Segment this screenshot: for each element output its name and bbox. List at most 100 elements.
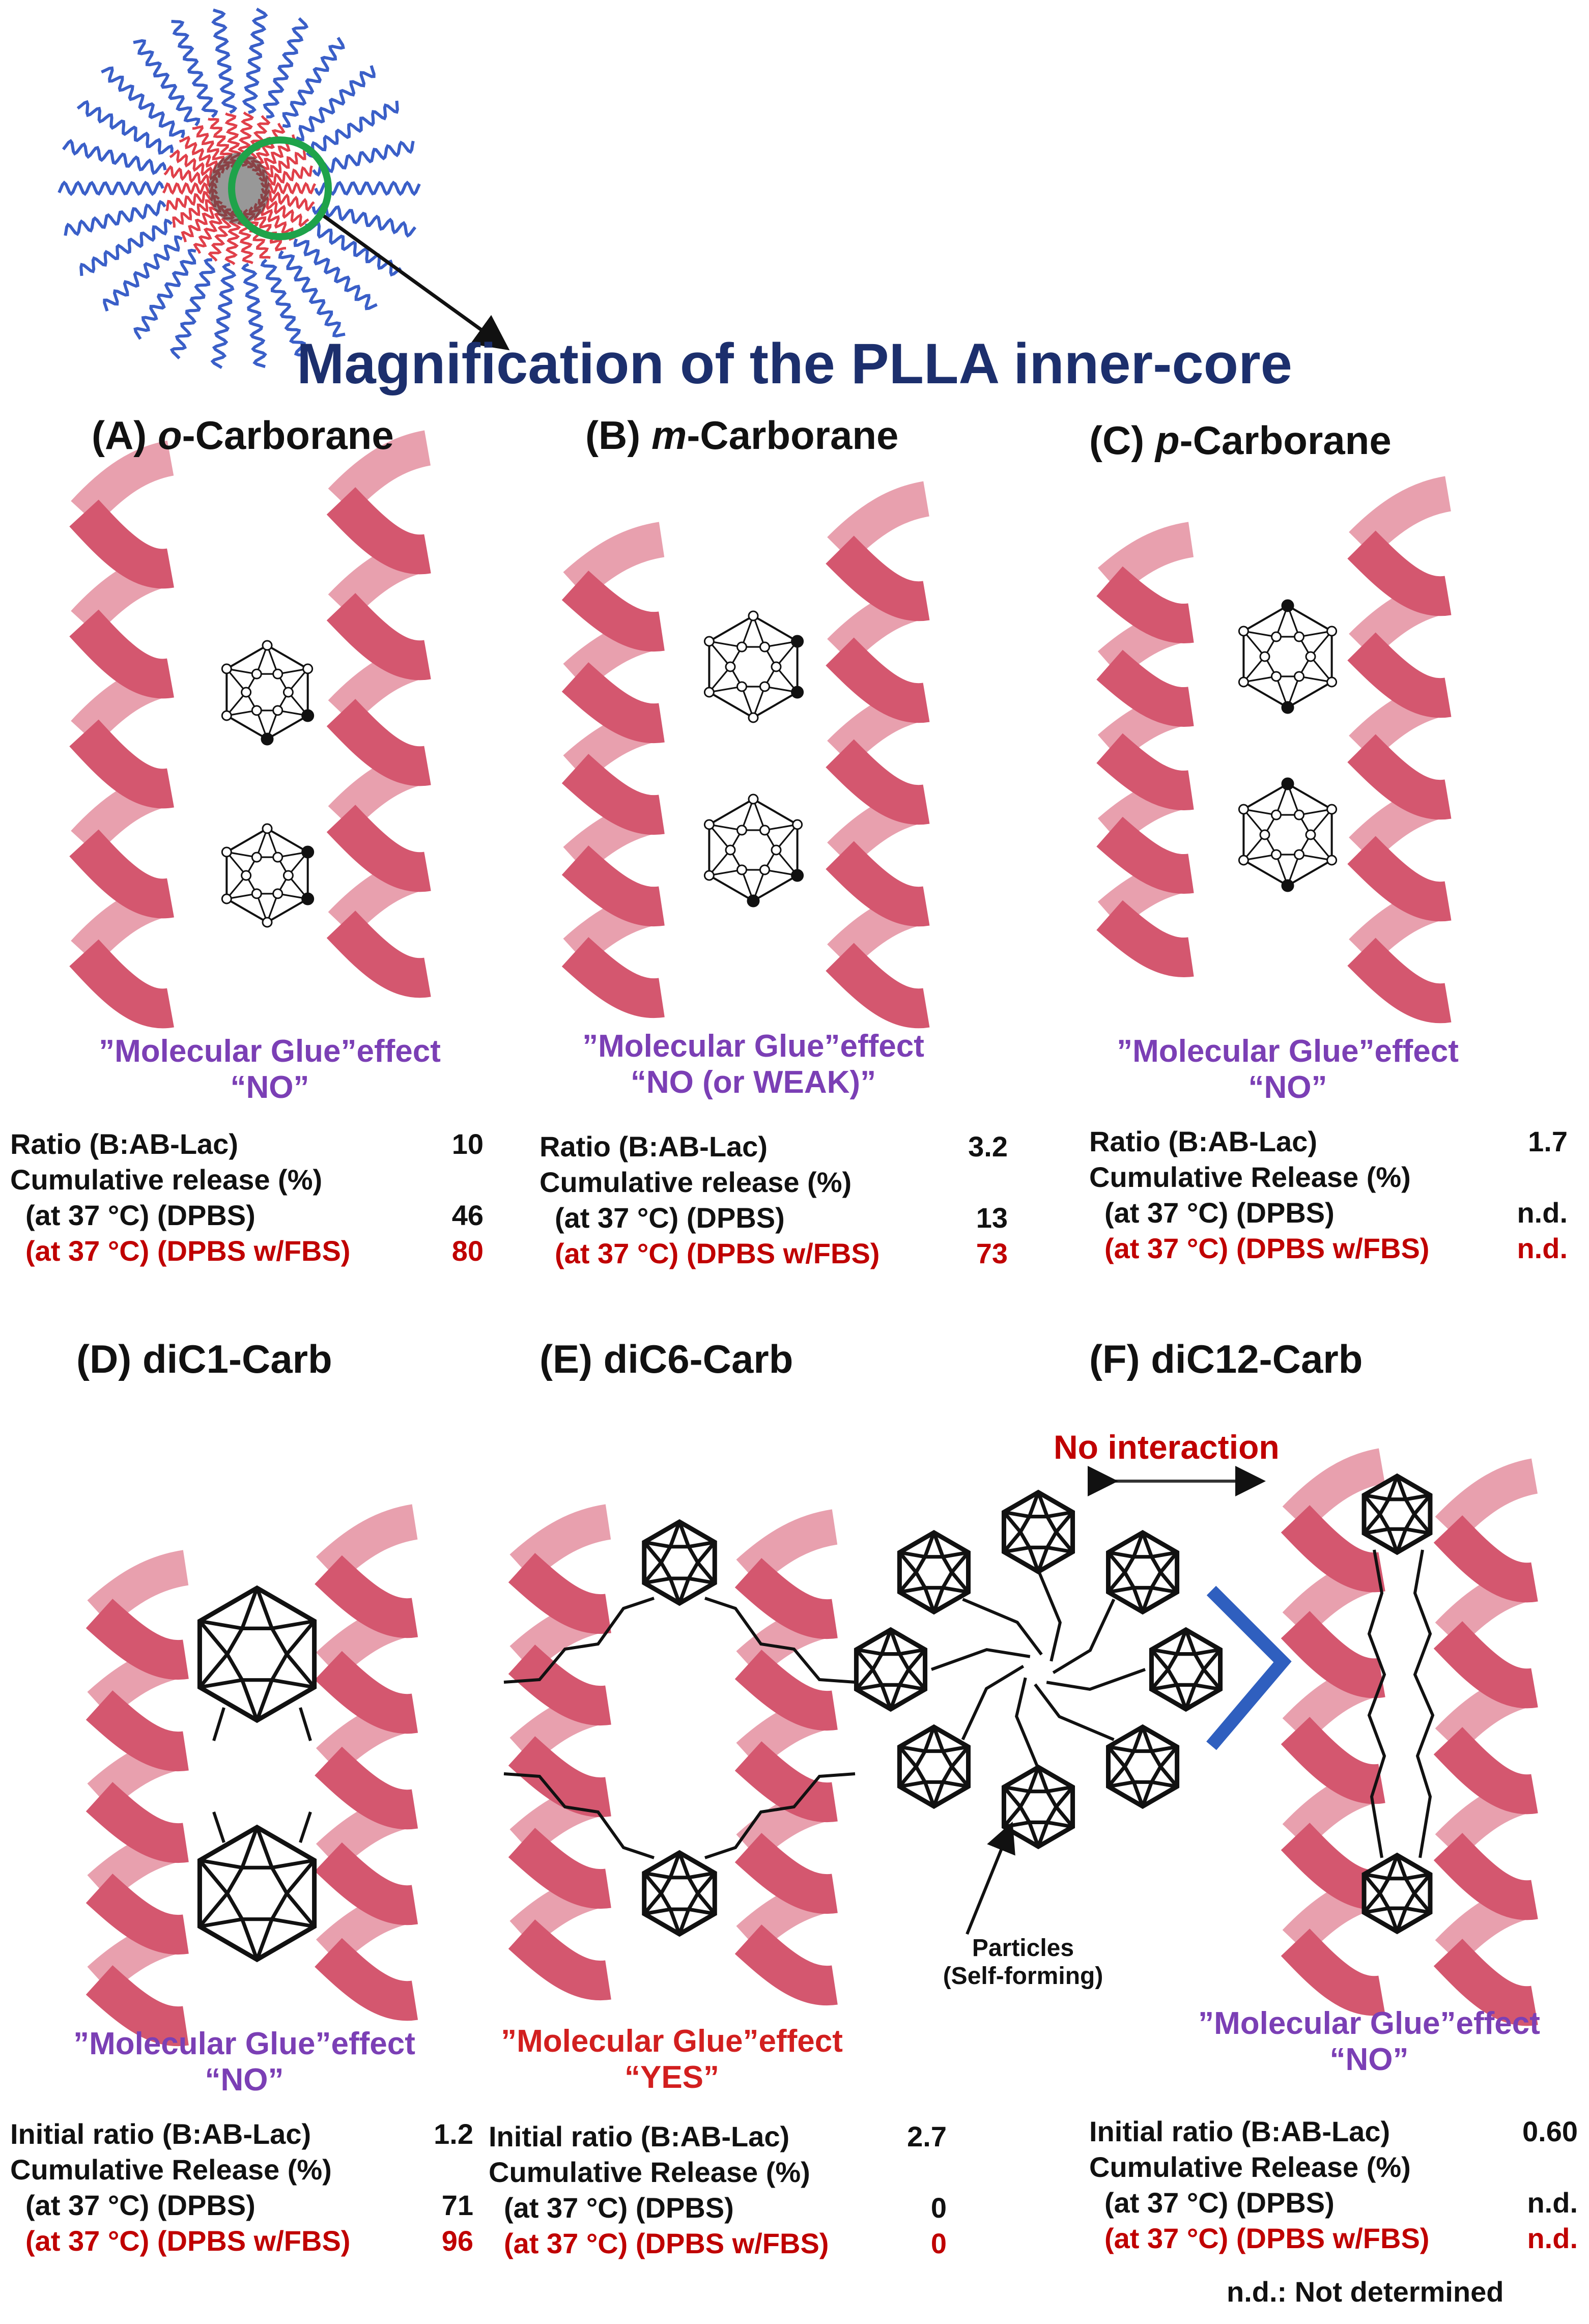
cluster-edge <box>285 1859 316 1895</box>
cluster-edge <box>709 869 742 876</box>
cluster-edge <box>1184 1629 1197 1655</box>
boron-atom <box>251 668 262 679</box>
cluster-edge <box>1150 1555 1162 1573</box>
cluster-outline <box>197 1585 317 1723</box>
cluster-edge <box>907 1668 927 1691</box>
cluster-edge <box>285 1620 316 1656</box>
cluster-edge <box>942 1745 969 1753</box>
corona-chain <box>305 222 402 277</box>
plla-helix <box>508 1504 611 2001</box>
cluster-edge <box>1412 1873 1432 1895</box>
cluster-edge <box>687 1877 700 1894</box>
carborane-cluster-icon <box>703 793 804 908</box>
corona-chain <box>305 100 399 158</box>
cluster-outline <box>1242 604 1333 709</box>
footnote: n.d.: Not determined <box>1227 2276 1504 2308</box>
boron-atom <box>703 687 715 698</box>
panel-f-dpbs-label: (at 37 °C) (DPBS) <box>1104 2187 1335 2219</box>
boron-atom <box>748 610 759 621</box>
cluster-outline <box>197 1824 317 1963</box>
panel-b-release-label: Cumulative release (%) <box>540 1166 852 1198</box>
cluster-edge <box>932 1726 945 1752</box>
helix-front-strand <box>1281 1717 1385 1804</box>
cluster-edge <box>1363 1892 1382 1914</box>
helix-front-strand <box>508 1736 611 1818</box>
panel-e-ratio-value: 2.7 <box>907 2120 947 2152</box>
cluster-edge <box>1123 1555 1136 1573</box>
cluster-edge <box>923 1726 936 1752</box>
corona-chain <box>311 202 417 238</box>
plla-helix <box>326 430 431 998</box>
panel-b-dpbs-value: 13 <box>976 1202 1008 1234</box>
cluster-edge <box>255 1918 274 1961</box>
cluster-edge <box>1310 656 1332 683</box>
boron-atom <box>703 636 715 647</box>
helix-front-strand <box>1347 632 1452 718</box>
boron-atom <box>703 819 715 830</box>
panel-e-fbs-label: (at 37 °C) (DPBS w/FBS) <box>504 2227 829 2259</box>
cluster-edge <box>1141 1726 1153 1752</box>
helix-front-strand <box>508 1919 611 2001</box>
cluster-edge <box>1364 1906 1389 1915</box>
cluster-edge <box>898 1653 911 1670</box>
cluster-edge <box>1243 854 1276 861</box>
helix-front-strand <box>561 662 665 744</box>
cluster-edge <box>1299 808 1332 816</box>
cluster-edge <box>1404 1877 1416 1894</box>
panel-c-release-label: Cumulative Release (%) <box>1089 1161 1411 1193</box>
corona-chain <box>293 238 378 310</box>
cluster-edge <box>914 1766 927 1783</box>
helix-front-strand <box>561 571 665 652</box>
cluster-edge <box>898 1551 918 1574</box>
cluster-edge <box>942 1780 969 1789</box>
corona-chain <box>76 100 174 155</box>
cluster-edge <box>899 1780 925 1789</box>
cluster-edge <box>942 1550 969 1559</box>
carborane-cluster-icon <box>1106 1724 1180 1809</box>
cluster-edge <box>898 1571 918 1594</box>
boron-atom <box>221 663 232 674</box>
helix-front-strand <box>69 939 174 1029</box>
cluster-edge <box>1108 1585 1134 1594</box>
boron-atom <box>759 864 770 875</box>
cluster-outline <box>225 827 309 924</box>
cluster-edge <box>923 1587 936 1613</box>
helix-front-strand <box>1433 1621 1538 1709</box>
panel-a-ratio-value: 10 <box>451 1128 484 1160</box>
alkyl-chain <box>930 1648 1031 1671</box>
boron-atom <box>703 870 715 881</box>
helix-front-strand <box>326 911 431 998</box>
cluster-edge <box>270 1866 289 1894</box>
panel-a-fbs-value: 80 <box>451 1235 484 1267</box>
cluster-edge <box>1132 1587 1145 1613</box>
corona-chain <box>103 235 183 311</box>
cluster-edge <box>1132 1726 1145 1752</box>
cluster-edge <box>1310 834 1332 861</box>
cluster-edge <box>950 1571 970 1594</box>
carborane-cluster-icon <box>854 1627 928 1712</box>
helix-front-strand <box>1096 649 1194 727</box>
panel-f-title: (F) diC12-Carb <box>1089 1337 1363 1381</box>
alkyl-chain <box>299 1811 312 1843</box>
cluster-outline <box>1001 1489 1075 1575</box>
bracket-shape <box>1206 1585 1292 1750</box>
helix-front-strand <box>826 943 930 1029</box>
panel-f-release-label: Cumulative Release (%) <box>1089 2151 1411 2183</box>
helix-front-strand <box>315 1938 418 2021</box>
cluster-edge <box>898 1745 918 1768</box>
cluster-edge <box>1002 1511 1022 1534</box>
cluster-edge <box>1123 1750 1136 1768</box>
cluster-edge <box>696 1892 717 1915</box>
boron-atom <box>282 870 294 881</box>
cluster-edge <box>1386 1528 1399 1553</box>
carborane-cluster-icon <box>1001 1489 1075 1575</box>
panel-c-effect: ”Molecular Glue”effect“NO” <box>1117 1034 1459 1105</box>
cluster-edge <box>752 799 766 831</box>
helix-back-strand <box>328 430 431 514</box>
panel-e-ratio-label: Initial ratio (B:AB-Lac) <box>489 2120 790 2152</box>
carborane-cluster-icon <box>1238 777 1338 892</box>
boron-atom <box>1326 855 1338 866</box>
panel-e-dpbs-label: (at 37 °C) (DPBS) <box>504 2192 734 2224</box>
carborane-cluster-icon <box>1106 1529 1180 1615</box>
